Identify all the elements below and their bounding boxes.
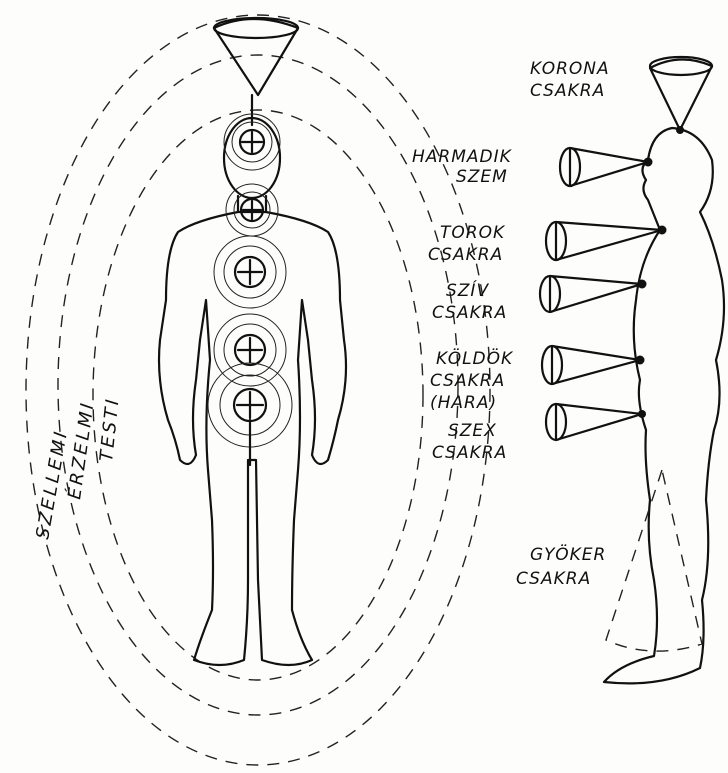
front-sex-chakra-icon	[208, 363, 292, 465]
side-sex-funnel-icon	[546, 404, 646, 440]
front-figure	[159, 18, 346, 665]
label-root-line2: CSAKRA	[516, 569, 591, 589]
label-third-eye-line2: SZEM	[456, 167, 508, 187]
side-third-eye-funnel-icon	[560, 148, 653, 186]
label-crown-line2: CSAKRA	[530, 81, 605, 101]
label-crown-line1: KORONA	[530, 59, 610, 79]
label-heart-line2: CSAKRA	[432, 303, 507, 323]
aura-label-physical: TESTI	[96, 396, 124, 463]
label-third-eye-line1: HARMADIK	[412, 147, 513, 167]
side-root-funnel-icon	[606, 470, 702, 651]
side-navel-funnel-icon	[542, 346, 645, 384]
front-throat-chakra-icon	[226, 184, 278, 236]
label-sex-line1: SZEX	[448, 421, 497, 441]
label-sex-line2: CSAKRA	[432, 443, 507, 463]
side-throat-funnel-icon	[546, 222, 667, 260]
front-body-outline	[159, 212, 346, 665]
label-throat-line1: TOROK	[440, 223, 506, 243]
label-navel-line2: CSAKRA	[430, 371, 505, 391]
side-crown-funnel-icon	[650, 57, 712, 134]
label-navel-line3: (HARA)	[430, 393, 497, 413]
front-crown-chakra-icon	[224, 114, 280, 170]
label-root-line1: GYÖKER	[530, 543, 606, 565]
side-body-outline	[604, 128, 724, 683]
front-heart-chakra-icon	[214, 236, 286, 308]
label-heart-line1: SZÍV	[446, 279, 489, 301]
side-figure	[540, 57, 724, 683]
label-navel-line1: KÖLDÖK	[436, 347, 514, 369]
side-heart-funnel-icon	[540, 276, 647, 312]
front-crown-funnel-icon	[214, 18, 298, 125]
chakra-labels: KORONA CSAKRA HARMADIK SZEM TOROK CSAKRA…	[412, 59, 610, 589]
label-throat-line2: CSAKRA	[428, 245, 503, 265]
